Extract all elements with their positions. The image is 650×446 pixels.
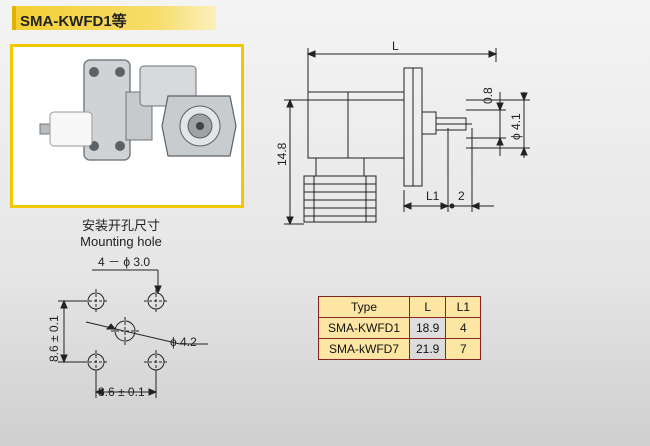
vertical-dim-label: 8.6 ± 0.1 bbox=[47, 315, 61, 362]
page-title: SMA-KWFD1等 bbox=[20, 13, 127, 30]
header-type: Type bbox=[318, 296, 410, 318]
mounting-hole-top-right bbox=[144, 289, 168, 313]
cell-L1: 4 bbox=[445, 317, 482, 339]
mounting-title-en: Mounting hole bbox=[80, 234, 162, 249]
mounting-hole-title: 安装开孔尺寸 Mounting hole bbox=[66, 218, 176, 250]
cell-L: 21.9 bbox=[408, 338, 447, 360]
header-L: L bbox=[408, 296, 447, 318]
side-view-drawing bbox=[284, 48, 530, 226]
mounting-hole-center bbox=[111, 317, 139, 345]
spec-table-header: Type L L1 bbox=[318, 296, 482, 318]
cell-L: 18.9 bbox=[408, 317, 447, 339]
dim-2-label: 2 bbox=[458, 189, 465, 203]
dim-0-8-label: 0.8 bbox=[481, 87, 495, 104]
table-row: SMA-kWFD7 21.9 7 bbox=[318, 338, 482, 360]
header-L1: L1 bbox=[445, 296, 482, 318]
cell-type: SMA-kWFD7 bbox=[318, 338, 410, 360]
mounting-hole-bottom-right bbox=[144, 350, 168, 374]
dim-L-label: L bbox=[392, 39, 399, 53]
dim-14-8-label: 14.8 bbox=[275, 142, 289, 166]
horizontal-dim-label: 8.6 ± 0.1 bbox=[98, 385, 145, 399]
center-hole-label: ϕ 4.2 bbox=[170, 335, 197, 349]
mounting-hole-bottom-left bbox=[84, 350, 108, 374]
mounting-hole-drawing bbox=[58, 269, 208, 398]
dim-phi-4-1-label: ϕ 4.1 bbox=[509, 113, 523, 140]
product-photo bbox=[39, 59, 237, 161]
mounting-hole-top-left bbox=[84, 289, 108, 313]
cell-type: SMA-KWFD1 bbox=[318, 317, 410, 339]
spec-table: Type L L1 SMA-KWFD1 18.9 4 SMA-kWFD7 21.… bbox=[318, 296, 482, 360]
dim-L1-label: L1 bbox=[426, 189, 440, 203]
mounting-title-cn: 安装开孔尺寸 bbox=[81, 218, 160, 233]
title-bar bbox=[12, 6, 216, 30]
table-row: SMA-KWFD1 18.9 4 bbox=[318, 317, 482, 339]
cell-L1: 7 bbox=[445, 338, 482, 360]
holes-spec-label: 4 － ϕ 3.0 bbox=[98, 255, 150, 269]
